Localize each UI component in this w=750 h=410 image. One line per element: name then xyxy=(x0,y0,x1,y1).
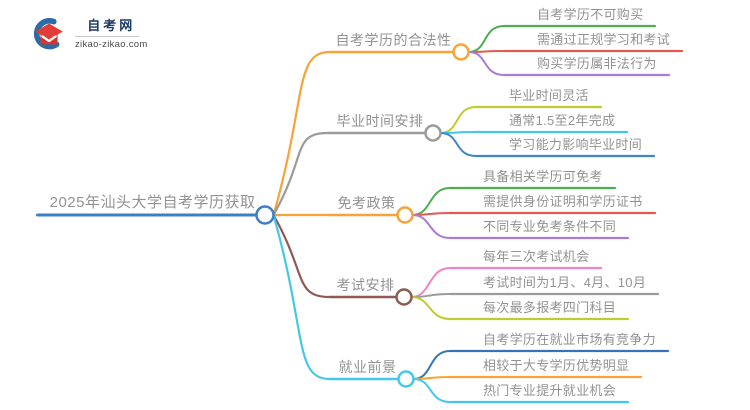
leaf-node-label: 考试时间为1月、4月、10月 xyxy=(483,275,647,290)
leaf-node-label: 每年三次考试机会 xyxy=(483,249,590,264)
root-branch-connector xyxy=(272,213,332,299)
leaf-node-label: 每次最多报考四门科目 xyxy=(483,300,617,315)
leaf-node-label: 购买学历属非法行为 xyxy=(537,56,657,71)
leaf-connector xyxy=(467,51,505,76)
leaf-node-label: 热门专业提升就业机会 xyxy=(483,383,617,398)
leaf-node-label: 毕业时间灵活 xyxy=(509,88,589,103)
branch-node-circle xyxy=(396,206,414,224)
site-logo-text: 自考网 zikao-zikao.com xyxy=(75,14,148,50)
leaf-node-label: 学习能力影响毕业时间 xyxy=(509,137,643,152)
root-node-circle xyxy=(255,205,275,225)
root-node-label: 2025年汕头大学自考学历获取 xyxy=(49,194,256,211)
leaf-connector xyxy=(412,378,451,403)
leaf-node-label: 相较于大专学历优势明显 xyxy=(483,358,630,373)
site-name: 自考网 xyxy=(87,18,136,33)
site-url: zikao-zikao.com xyxy=(75,39,148,50)
branch-node-circle xyxy=(395,288,413,306)
leaf-node-label: 需通过正规学习和考试 xyxy=(537,32,671,47)
leaf-node-label: 不同专业免考条件不同 xyxy=(483,219,617,234)
leaf-node-label: 自考学历在就业市场有竞争力 xyxy=(483,332,656,347)
root-branch-connector xyxy=(272,213,332,381)
branch-node-label: 免考政策 xyxy=(337,195,396,211)
branch-node-label: 考试安排 xyxy=(336,277,395,293)
graduation-cap-logo-icon xyxy=(33,18,63,50)
root-branch-connector xyxy=(272,131,330,217)
branch-node-label: 就业前景 xyxy=(338,359,397,375)
branch-node-label: 毕业时间安排 xyxy=(336,113,424,129)
root-branch-connector xyxy=(272,50,332,217)
branch-node-circle xyxy=(424,124,442,142)
leaf-connector xyxy=(412,350,451,380)
leaf-node-label: 自考学历不可购买 xyxy=(537,7,644,22)
branch-node-circle xyxy=(452,43,470,61)
leaf-connector xyxy=(410,296,451,320)
leaf-node-label: 通常1.5至2年完成 xyxy=(509,113,616,128)
branch-node-label: 自考学历的合法性 xyxy=(335,32,452,48)
leaf-connector xyxy=(439,106,477,134)
leaf-node-label: 需提供身份证明和学历证书 xyxy=(483,194,643,209)
leaf-connector xyxy=(467,25,505,53)
leaf-connector xyxy=(410,267,451,298)
logo-divider xyxy=(75,36,139,37)
leaf-connector xyxy=(411,187,451,216)
leaf-connector xyxy=(411,214,451,239)
leaf-node-label: 具备相关学历可免考 xyxy=(483,169,603,184)
leaf-connector xyxy=(439,132,477,157)
branch-node-circle xyxy=(397,370,415,388)
site-logo: 自考网 zikao-zikao.com xyxy=(30,14,148,52)
